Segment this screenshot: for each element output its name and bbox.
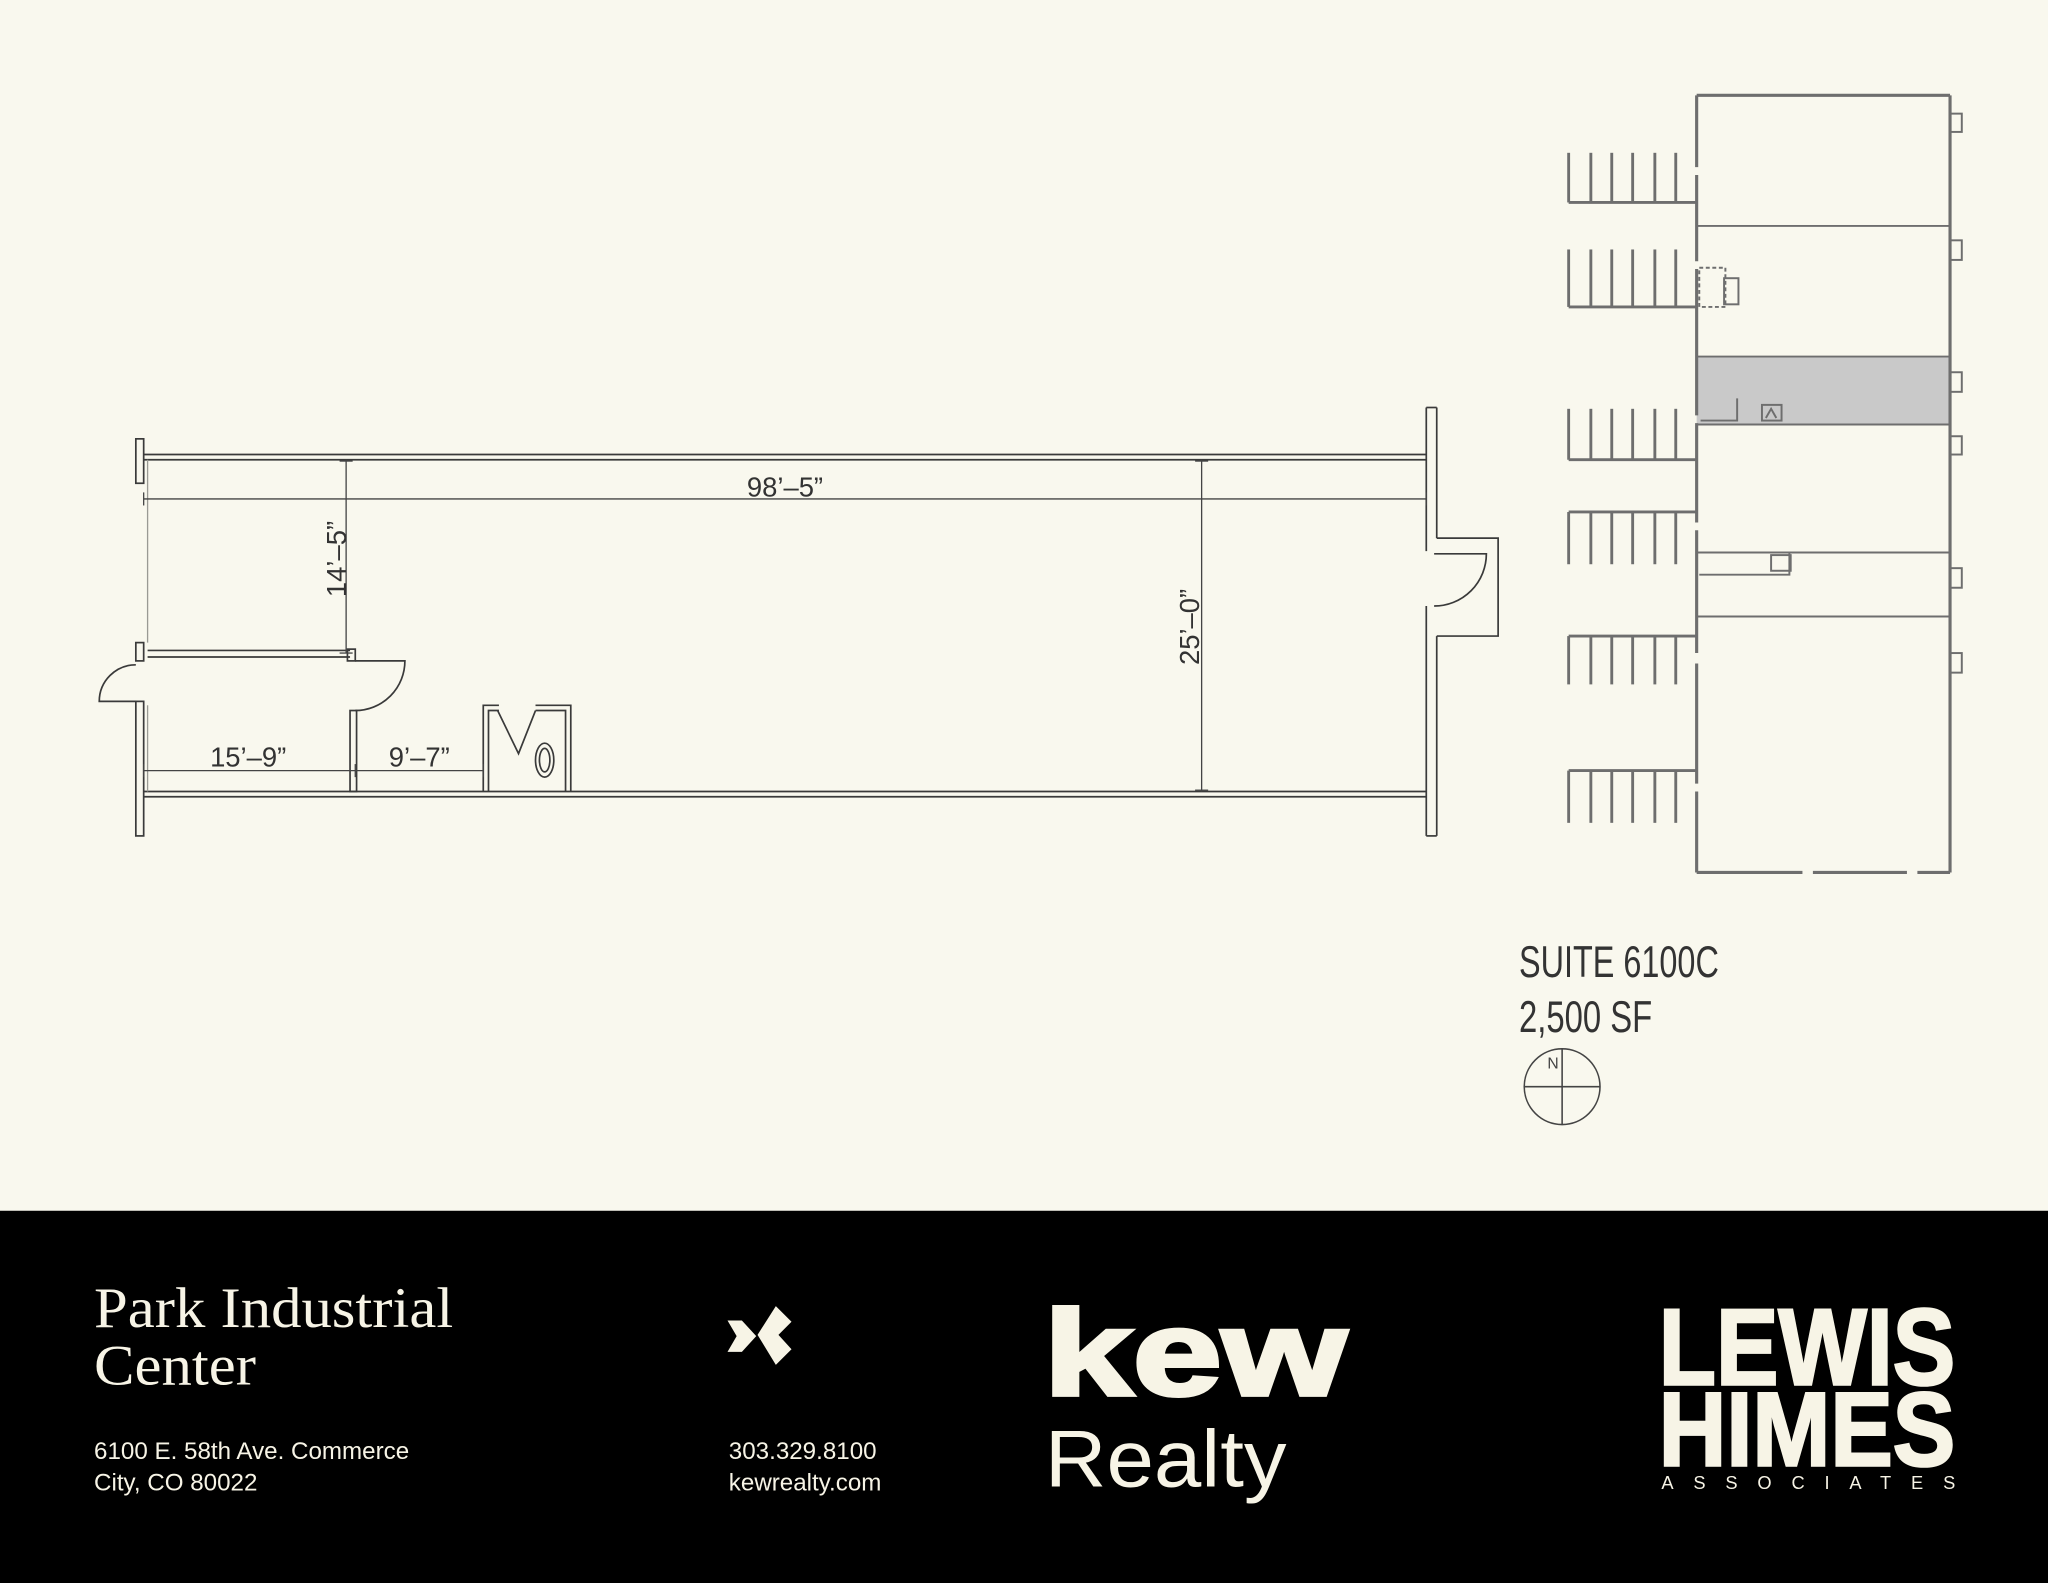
office-door-swing xyxy=(355,660,406,712)
kew-mark-left xyxy=(727,1320,757,1352)
unit-restroom-outline xyxy=(1723,277,1740,306)
dimension-labels: 98’–5” 14’–5” 25’–0” 15’–9” 9’–7” xyxy=(210,471,1205,772)
dimension-lines xyxy=(143,459,1427,792)
lewis-himes-line1: LEWIS xyxy=(1659,1286,1955,1407)
restroom xyxy=(482,704,572,792)
wall-bump xyxy=(1949,112,1963,133)
office-walls xyxy=(147,648,406,793)
wall-end-cap xyxy=(134,438,145,485)
parking-group xyxy=(1567,152,1697,204)
restroom-wall-inner xyxy=(487,709,567,792)
dimension-label-office-depth: 14’–5” xyxy=(321,521,352,597)
property-info: Park Industrial Center 6100 E. 58th Ave.… xyxy=(94,1277,453,1496)
wall-bump xyxy=(1949,435,1963,456)
kew-mark-right xyxy=(757,1306,792,1365)
dimension-label-office-width: 15’–9” xyxy=(210,742,286,773)
wall-end-cap xyxy=(134,641,145,662)
unit-office-outline xyxy=(1698,266,1727,308)
north-compass-icon: N xyxy=(1523,1048,1601,1126)
unit-restroom-outline xyxy=(1770,554,1792,572)
lewis-himes-logo: LEWIS HIMES ASSOCIATES xyxy=(1657,1285,1956,1493)
key-plan-outline xyxy=(1695,93,1952,875)
contact-phone: 303.329.8100 xyxy=(729,1438,877,1465)
property-address-line2: City, CO 80022 xyxy=(94,1469,257,1496)
dimension-label-length: 98’–5” xyxy=(747,471,823,502)
footer-band xyxy=(0,1210,2048,1583)
suite-office-wall xyxy=(1700,398,1739,422)
parking-group xyxy=(1567,408,1697,462)
suite-restroom-door xyxy=(1765,406,1778,419)
contact-website: kewrealty.com xyxy=(729,1469,882,1496)
kew-subtitle: Realty xyxy=(1045,1414,1287,1504)
restroom-door xyxy=(496,710,537,756)
page-background xyxy=(0,0,2048,1211)
dimension-label-width: 25’–0” xyxy=(1174,589,1205,665)
wall-bump xyxy=(1949,371,1963,393)
unit-details xyxy=(1698,266,1792,576)
contact-info: 303.329.8100 kewrealty.com xyxy=(727,1306,882,1496)
kew-mark-icon xyxy=(727,1306,792,1365)
toilet-icon xyxy=(534,742,555,778)
wall-bump xyxy=(1949,652,1963,674)
building-key-plan xyxy=(1567,93,1963,875)
parking-stalls xyxy=(1567,152,1697,823)
suite-restroom-outline xyxy=(1760,403,1783,422)
dimension-label-secondary-width: 9’–7” xyxy=(389,742,450,773)
entry-door-swing xyxy=(98,663,136,703)
highlighted-suite xyxy=(1696,356,1951,425)
parking-group xyxy=(1567,510,1697,565)
kew-wordmark: kew xyxy=(1044,1285,1348,1421)
toilet-bowl-icon xyxy=(538,747,551,773)
unit-floor-plan: 98’–5” 14’–5” 25’–0” 15’–9” 9’–7” xyxy=(98,406,1499,837)
unit-dividers xyxy=(1696,224,1951,618)
wall-bump xyxy=(1949,239,1963,261)
suite-area: 2,500 SF xyxy=(1519,993,1652,1042)
parking-group xyxy=(1567,634,1697,685)
property-name-line2: Center xyxy=(94,1334,256,1397)
suite-name: SUITE 6100C xyxy=(1519,938,1719,987)
rear-door-swing xyxy=(1434,552,1488,607)
suite-label: SUITE 6100C 2,500 SF xyxy=(1519,938,1719,1042)
property-address-line1: 6100 E. 58th Ave. Commerce xyxy=(94,1438,409,1465)
lewis-himes-line2: HIMES xyxy=(1659,1371,1955,1488)
exterior-walls xyxy=(98,406,1499,837)
wall-bump xyxy=(1949,567,1963,589)
compass-north-label: N xyxy=(1547,1055,1558,1072)
property-name-line1: Park Industrial xyxy=(94,1277,453,1340)
exterior-bumps xyxy=(1949,112,1963,674)
rear-door-vestibule xyxy=(1436,537,1499,637)
office-partition xyxy=(349,709,358,793)
restroom-wall-outer xyxy=(482,704,572,792)
parking-group xyxy=(1567,769,1697,823)
kew-realty-logo: kew Realty xyxy=(1042,1283,1350,1504)
unit-office-outline xyxy=(1699,552,1791,576)
parking-group xyxy=(1567,249,1697,309)
office-wall-end xyxy=(346,648,357,662)
